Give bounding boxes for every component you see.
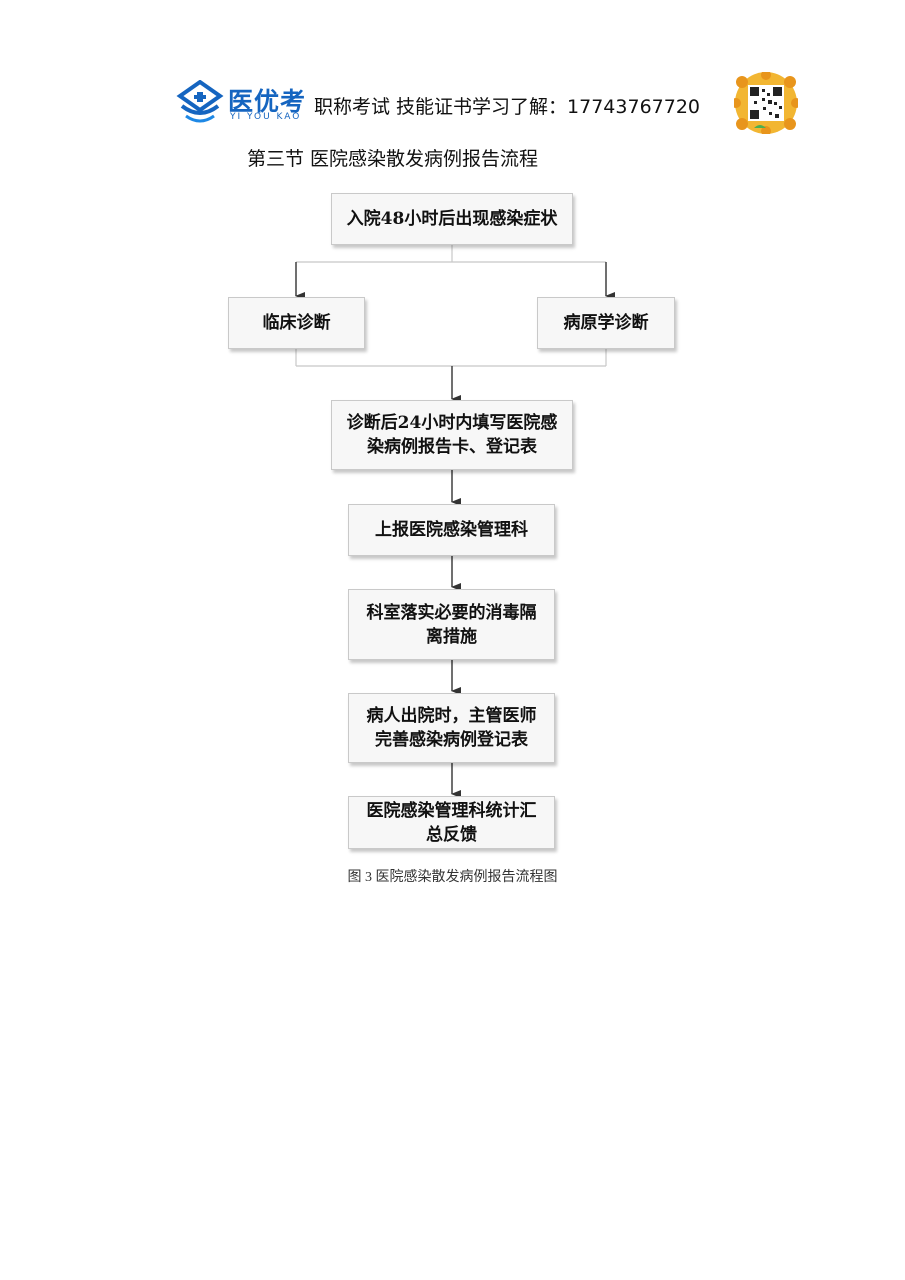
flow-box-pathogen: 病原学诊断 xyxy=(537,297,675,349)
section-title: 第三节 医院感染散发病例报告流程 xyxy=(246,148,539,170)
flow-box-clinical: 临床诊断 xyxy=(228,297,365,349)
header: 医优考 YI YOU KAO 职称考试 技能证书学习了解：17743767720 xyxy=(176,72,800,134)
flow-box-report: 上报医院感染管理科 xyxy=(348,504,555,556)
flow-box-onset: 入院48小时后出现感染症状 xyxy=(331,193,573,245)
logo-icon xyxy=(176,80,224,123)
flow-box-stats: 医院感染管理科统计汇 总反馈 xyxy=(348,796,555,849)
qr-code-icon xyxy=(734,72,798,134)
logo-subtext: YI YOU KAO xyxy=(230,112,302,122)
flow-box-fill-card: 诊断后24小时内填写医院感 染病例报告卡、登记表 xyxy=(331,400,573,470)
logo-text: 医优考 xyxy=(228,87,307,116)
figure-caption: 图 3 医院感染散发病例报告流程图 xyxy=(347,870,558,885)
contact-text: 职称考试 技能证书学习了解：17743767720 xyxy=(314,96,701,118)
flow-box-disinfect: 科室落实必要的消毒隔 离措施 xyxy=(348,589,555,660)
flow-box-discharge: 病人出院时，主管医师 完善感染病例登记表 xyxy=(348,693,555,763)
